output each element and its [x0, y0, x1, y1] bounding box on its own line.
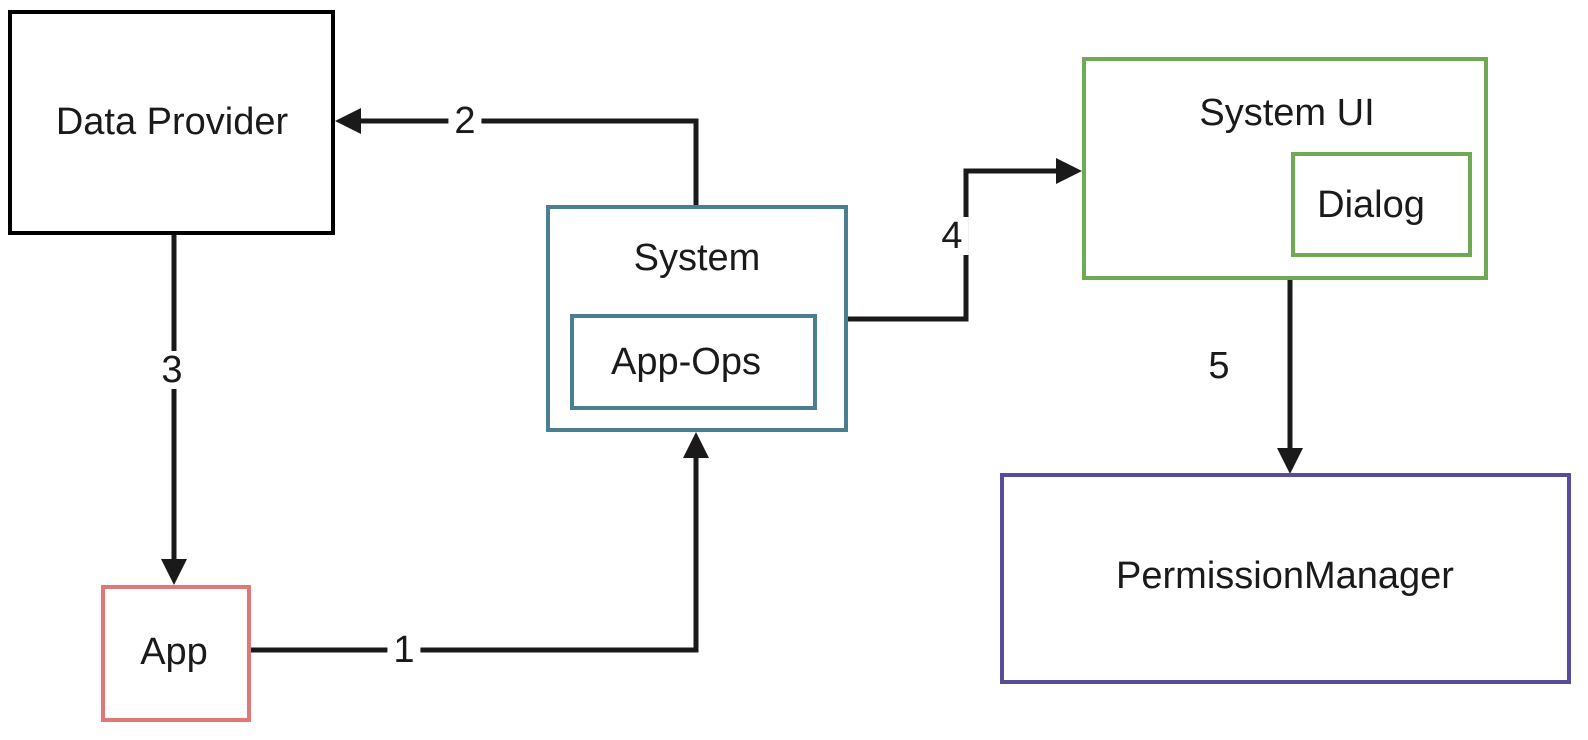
- label-system: System: [633, 237, 761, 279]
- arrowhead-5: [1277, 448, 1303, 474]
- label-data-provider: Data Provider: [55, 101, 289, 143]
- node-dialog[interactable]: [1291, 152, 1472, 257]
- arrowhead-4: [1056, 158, 1082, 184]
- node-app-ops[interactable]: [570, 314, 817, 410]
- edge-label-2: 2: [448, 102, 482, 140]
- label-app: App: [140, 631, 208, 673]
- label-permission-manager: PermissionManager: [1116, 555, 1454, 597]
- label-system-ui: System UI: [1199, 92, 1375, 134]
- node-system-ui[interactable]: [1082, 57, 1488, 280]
- arrowhead-2: [335, 108, 361, 134]
- node-app[interactable]: [101, 585, 251, 722]
- node-system[interactable]: [546, 205, 848, 432]
- edge-label-1: 1: [387, 631, 421, 669]
- edge-label-5: 5: [1202, 347, 1236, 385]
- edge-label-3: 3: [155, 351, 189, 389]
- arrowhead-3: [161, 559, 187, 585]
- edge-label-4: 4: [935, 217, 969, 255]
- connector-1: [251, 444, 699, 653]
- node-permission-manager[interactable]: [1000, 473, 1571, 684]
- label-app-ops: App-Ops: [611, 341, 761, 383]
- node-data-provider[interactable]: [8, 10, 335, 235]
- label-dialog: Dialog: [1317, 184, 1425, 226]
- arrowhead-1: [683, 432, 709, 458]
- connector-2: [347, 118, 699, 205]
